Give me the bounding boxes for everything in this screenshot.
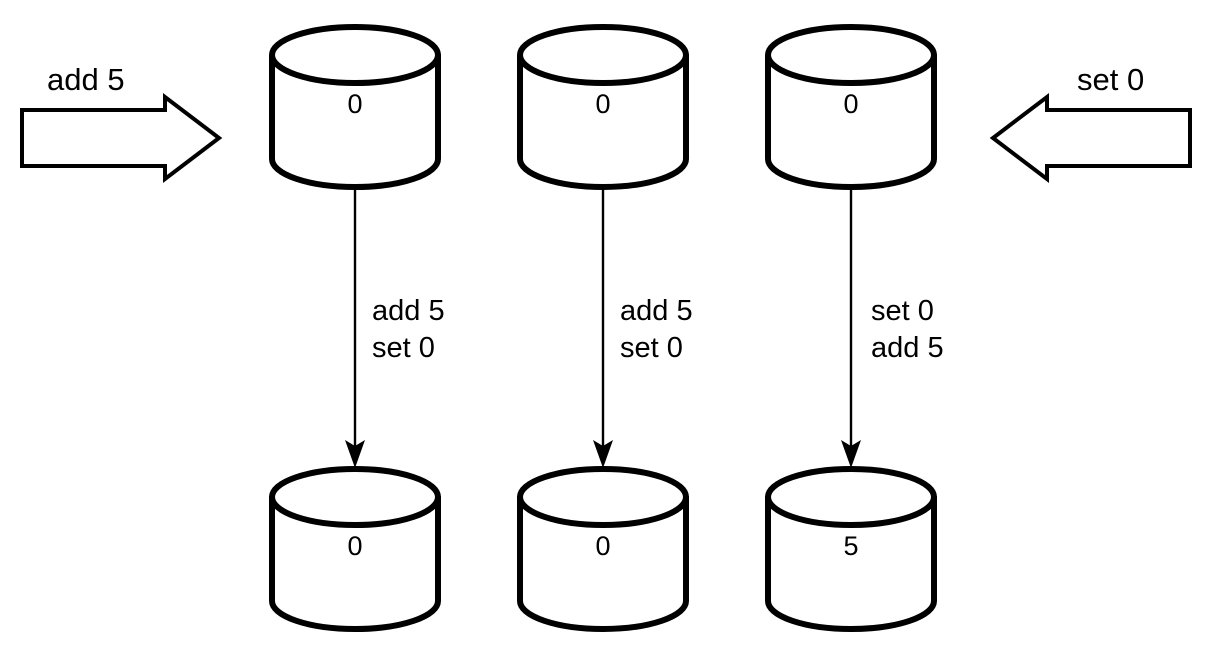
- cylinder-body: [765, 52, 937, 190]
- flow-arrow-replica-3: set 0 add 5: [841, 188, 944, 468]
- arrowhead-icon: [593, 440, 613, 468]
- cylinder-value: 0: [347, 89, 362, 119]
- cylinder-top-ellipse: [269, 24, 441, 86]
- block-arrow-left-icon: [989, 92, 1192, 184]
- bottom-cylinder-replica-3: 5: [765, 466, 937, 632]
- flow-label-line-1: set 0: [871, 295, 934, 327]
- cylinder-value: 0: [843, 89, 858, 119]
- cylinder-top-ellipse: [765, 466, 937, 528]
- top-cylinder-replica-1: 0: [269, 24, 441, 190]
- bottom-cylinder-replica-2: 0: [517, 466, 689, 632]
- top-cylinder-replica-2: 0: [517, 24, 689, 190]
- right-input-label: set 0: [1077, 62, 1144, 97]
- cylinder-value: 0: [347, 531, 362, 561]
- flow-label-line-1: add 5: [372, 295, 445, 327]
- arrowhead-icon: [841, 440, 861, 468]
- cylinder-body: [517, 52, 689, 190]
- flow-label-line-2: set 0: [372, 332, 435, 364]
- top-cylinder-replica-3: 0: [765, 24, 937, 190]
- flow-label-line-1: add 5: [620, 295, 693, 327]
- cylinder-body: [517, 494, 689, 632]
- flow-arrow-replica-1: add 5 set 0: [345, 188, 445, 468]
- cylinder-top-ellipse: [765, 24, 937, 86]
- flow-label-line-2: add 5: [871, 332, 944, 364]
- flow-label-line-2: set 0: [620, 332, 683, 364]
- cylinder-value: 0: [595, 89, 610, 119]
- bottom-cylinder-replica-1: 0: [269, 466, 441, 632]
- arrowhead-icon: [345, 440, 365, 468]
- cylinder-body: [765, 494, 937, 632]
- cylinder-top-ellipse: [269, 466, 441, 528]
- block-arrow-right-icon: [20, 92, 223, 184]
- flow-arrow-replica-2: add 5 set 0: [593, 188, 693, 468]
- cylinder-value: 0: [595, 531, 610, 561]
- cylinder-top-ellipse: [517, 466, 689, 528]
- left-input-group: add 5: [20, 62, 223, 184]
- cylinder-top-ellipse: [517, 24, 689, 86]
- cylinder-body: [269, 494, 441, 632]
- cylinder-body: [269, 52, 441, 190]
- left-input-label: add 5: [47, 62, 125, 97]
- right-input-group: set 0: [989, 62, 1192, 184]
- cylinder-value: 5: [843, 531, 858, 561]
